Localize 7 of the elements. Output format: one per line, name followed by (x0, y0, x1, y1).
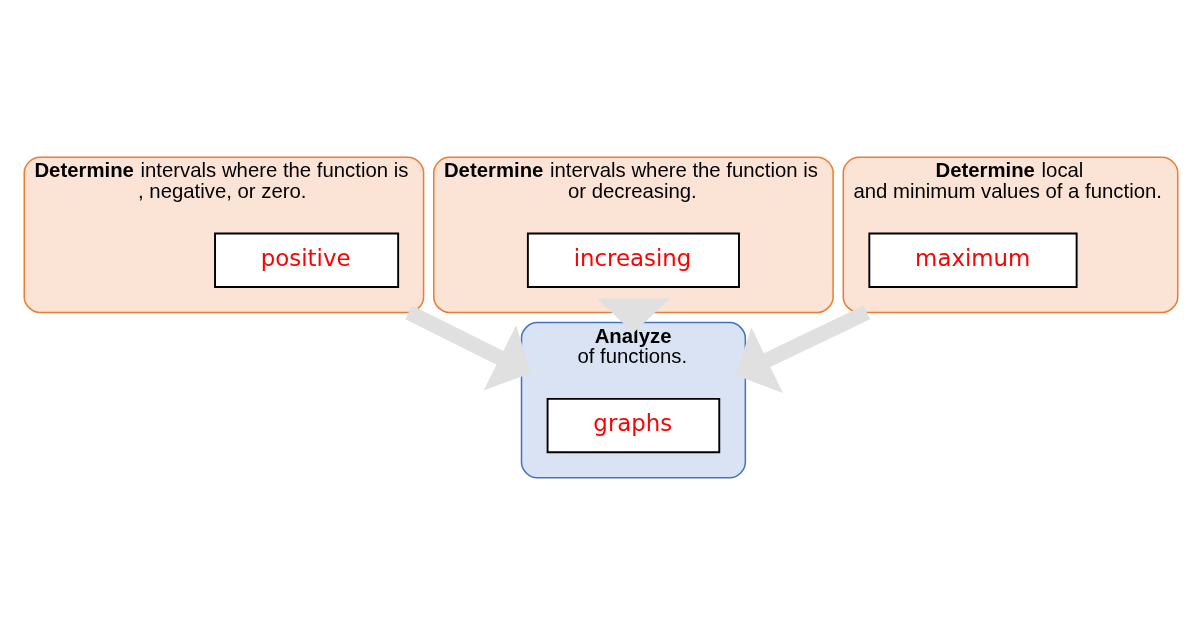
node-box: positive (214, 232, 400, 288)
node-box: graphs (546, 397, 721, 454)
arrow (735, 305, 871, 394)
node-box: increasing (526, 232, 740, 288)
arrow (597, 298, 670, 334)
node-box: maximum (868, 232, 1078, 288)
arrow (405, 305, 531, 391)
